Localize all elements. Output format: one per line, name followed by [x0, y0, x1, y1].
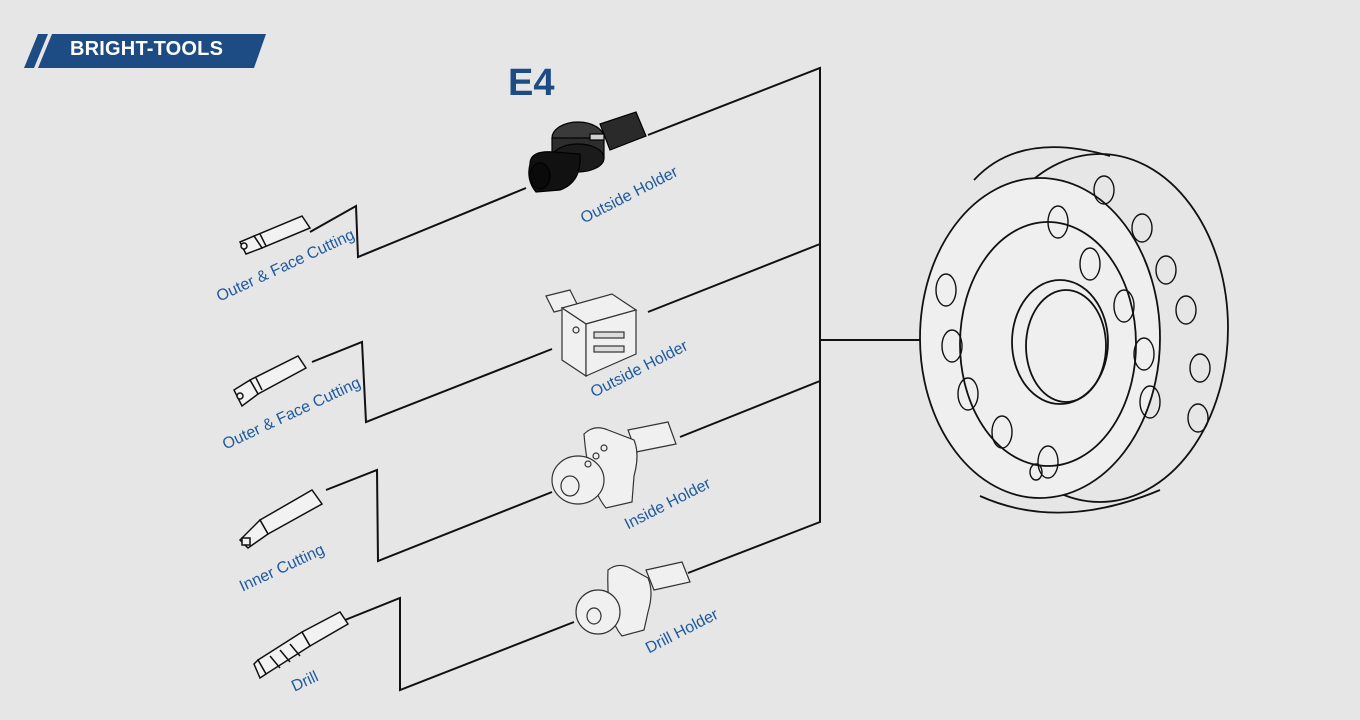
collet-holder-icon: [528, 111, 647, 193]
boring-bar-icon: [238, 489, 324, 549]
square-shank-holder-icon: [545, 289, 638, 378]
turret-disc-icon: [919, 146, 1229, 514]
brand-name: BRIGHT-TOOLS: [70, 38, 224, 60]
face-cutting-tool-icon: [233, 355, 308, 408]
diagram-title: E4: [508, 62, 555, 104]
inside-holder-icon: [551, 421, 677, 509]
twist-drill-icon: [253, 611, 350, 680]
drill-holder-icon: [575, 561, 691, 637]
turning-insert-tool-icon: [238, 215, 312, 255]
brand-logo: [24, 34, 266, 68]
